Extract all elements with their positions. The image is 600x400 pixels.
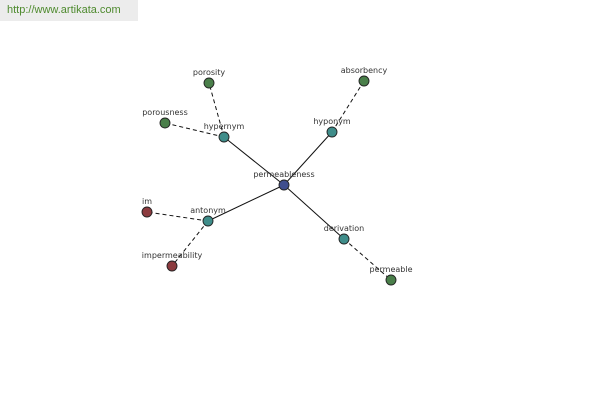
node-label-antonym: antonym bbox=[190, 206, 226, 215]
node-circle-hypernym[interactable] bbox=[218, 131, 230, 143]
node-label-permeableness: permeableness bbox=[253, 170, 314, 179]
edge-hypernym-porousness bbox=[164, 122, 225, 138]
node-permeable[interactable]: permeable bbox=[370, 265, 413, 286]
node-label-absorbency: absorbency bbox=[341, 66, 388, 75]
graph-edges bbox=[146, 80, 392, 281]
node-label-porosity: porosity bbox=[193, 68, 226, 77]
source-url-bar: http://www.artikata.com bbox=[0, 0, 138, 21]
node-circle-porousness[interactable] bbox=[159, 117, 171, 129]
edge-permeableness-hyponym bbox=[283, 131, 333, 186]
edge-antonym-impermeability bbox=[171, 220, 209, 267]
node-circle-impermeability[interactable] bbox=[166, 260, 178, 272]
node-label-derivation: derivation bbox=[324, 224, 364, 233]
node-impermeability[interactable]: impermeability bbox=[142, 251, 203, 272]
node-circle-porosity[interactable] bbox=[203, 77, 215, 89]
node-label-permeable: permeable bbox=[370, 265, 413, 274]
edge-hyponym-absorbency bbox=[331, 80, 365, 133]
node-label-hyponym: hyponym bbox=[313, 117, 351, 126]
node-im[interactable]: im bbox=[141, 197, 153, 218]
edge-permeableness-derivation bbox=[283, 184, 345, 240]
node-label-im: im bbox=[142, 197, 152, 206]
node-label-impermeability: impermeability bbox=[142, 251, 203, 260]
edge-hypernym-porosity bbox=[208, 82, 225, 138]
node-permeableness[interactable]: permeableness bbox=[253, 170, 315, 191]
node-porousness[interactable]: porousness bbox=[142, 108, 188, 129]
node-circle-permeableness[interactable] bbox=[278, 179, 290, 191]
node-absorbency[interactable]: absorbency bbox=[341, 66, 388, 87]
node-hypernym[interactable]: hypernym bbox=[204, 122, 245, 143]
node-label-porousness: porousness bbox=[142, 108, 188, 117]
edge-permeableness-hypernym bbox=[223, 136, 285, 186]
node-antonym[interactable]: antonym bbox=[190, 206, 226, 227]
node-circle-derivation[interactable] bbox=[338, 233, 350, 245]
node-label-hypernym: hypernym bbox=[204, 122, 245, 131]
graph-nodes: permeableness hypernym hyponym antonym deriv… bbox=[141, 66, 413, 286]
edge-antonym-im bbox=[146, 211, 209, 222]
node-hyponym[interactable]: hyponym bbox=[313, 117, 351, 138]
node-circle-antonym[interactable] bbox=[202, 215, 214, 227]
node-circle-hyponym[interactable] bbox=[326, 126, 338, 138]
node-circle-im[interactable] bbox=[141, 206, 153, 218]
edge-derivation-permeable bbox=[343, 238, 392, 281]
node-circle-permeable[interactable] bbox=[385, 274, 397, 286]
node-circle-absorbency[interactable] bbox=[358, 75, 370, 87]
node-derivation[interactable]: derivation bbox=[324, 224, 364, 245]
source-url-link[interactable]: http://www.artikata.com bbox=[7, 4, 121, 16]
edge-permeableness-antonym bbox=[207, 184, 285, 222]
node-porosity[interactable]: porosity bbox=[193, 68, 226, 89]
